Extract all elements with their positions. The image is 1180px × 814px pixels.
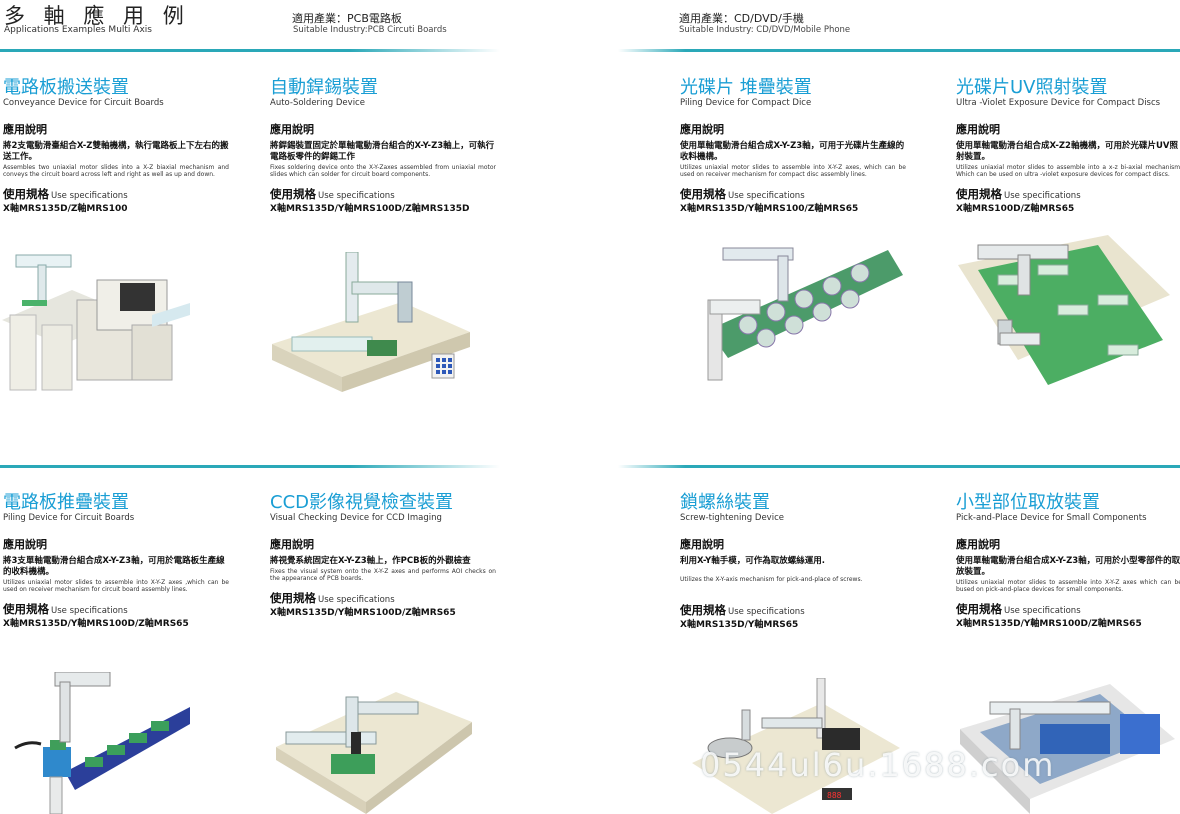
uv-exposure-illustration: [958, 235, 1170, 385]
card-model: X軸MRS135D/Z軸MRS100: [3, 204, 128, 214]
divider-top-left: [0, 49, 500, 52]
pick-and-place-illustration: [960, 684, 1175, 814]
card-title: CCD影像視覺檢查裝置: [270, 492, 453, 513]
card-desc: 使用單軸電動滑台組合成X-Y-Z3軸，可用于光碟片生產線的收料機構。: [680, 141, 905, 162]
application-card: 電路板推疊裝置 Piling Device for Circuit Boards…: [3, 493, 229, 630]
card-title-en: Visual Checking Device for CCD Imaging: [270, 513, 442, 523]
usage-heading: 應用說明: [680, 538, 724, 551]
card-model: X軸MRS135D/Y軸MRS100D/Z軸MRS135D: [270, 204, 470, 214]
card-title-en: Ultra -Violet Exposure Device for Compac…: [956, 98, 1161, 108]
application-card: 光碟片UV照射裝置 Ultra -Violet Exposure Device …: [956, 78, 1180, 215]
screw-tightening-illustration: 888: [692, 678, 900, 814]
card-desc-en: Utilizes the X-Y-axis mechanism for pick…: [680, 576, 863, 583]
disc-piling-illustration: [707, 247, 903, 381]
usage-heading: 應用說明: [3, 123, 47, 136]
card-model: X軸MRS135D/Y軸MRS100D/Z軸MRS65: [3, 619, 189, 629]
conveyance-device-illustration: [2, 254, 190, 391]
application-card: CCD影像視覺檢查裝置 Visual Checking Device for C…: [270, 493, 496, 619]
ccd-inspection-illustration: [276, 692, 472, 814]
card-desc-en: Assembles two uniaxial motor slides into…: [3, 164, 229, 178]
usage-heading: 應用說明: [956, 538, 1000, 551]
card-desc: 將銲錫裝置固定於單軸電動滑台組合的X-Y-Z3軸上，可執行電路板零件的銲錫工作: [270, 141, 495, 162]
card-desc-en: Fixes soldering device onto the X-Y-Zaxe…: [270, 164, 496, 178]
card-model: X軸MRS135D/Y軸MRS65: [680, 620, 799, 630]
usage-heading: 應用說明: [680, 123, 724, 136]
card-title-en: Piling Device for Compact Dice: [680, 98, 812, 108]
card-desc: 將2支電動滑臺組合X-Z雙軸機構，執行電路板上下左右的搬送工作。: [3, 141, 229, 162]
card-desc: 將視覺系統固定在X-Y-Z3軸上，作PCB板的外觀檢查: [270, 556, 471, 566]
card-title: 鎖螺絲裝置: [680, 492, 770, 513]
usage-heading: 應用說明: [956, 123, 1000, 136]
industry-left-en: Suitable Industry:PCB Circuti Boards: [293, 25, 447, 35]
industry-left: 適用產業：PCB電路板: [292, 12, 402, 25]
application-card: 小型部位取放裝置 Pick-and-Place Device for Small…: [956, 493, 1180, 630]
industry-right: 適用產業：CD/DVD/手機: [679, 12, 804, 25]
card-title: 光碟片UV照射裝置: [956, 77, 1108, 98]
application-card: 電路板搬送裝置 Conveyance Device for Circuit Bo…: [3, 78, 229, 215]
card-title-en: Pick-and-Place Device for Small Componen…: [956, 513, 1147, 523]
application-card: 自動銲錫裝置 Auto-Soldering Device 應用說明 將銲錫裝置固…: [270, 78, 496, 215]
card-title: 自動銲錫裝置: [270, 77, 378, 98]
divider-mid-left: [0, 465, 500, 468]
card-title-en: Screw-tightening Device: [680, 513, 784, 523]
page-subtitle: Applications Examples Multi Axis: [4, 25, 152, 35]
card-model: X軸MRS135D/Y軸MRS100D/Z軸MRS65: [270, 608, 456, 618]
card-model: X軸MRS135D/Y軸MRS100D/Z軸MRS65: [956, 619, 1142, 629]
card-title: 電路板推疊裝置: [3, 492, 129, 513]
industry-right-en: Suitable Industry: CD/DVD/Mobile Phone: [679, 25, 851, 35]
card-title: 電路板搬送裝置: [3, 77, 129, 98]
card-desc-en: Utilizes uniaxial motor slides to assemb…: [956, 579, 1180, 593]
card-model: X軸MRS100D/Z軸MRS65: [956, 204, 1075, 214]
card-desc-en: Fixes the visual system onto the X-Y-Z a…: [270, 568, 496, 582]
application-card: 鎖螺絲裝置 Screw-tightening Device 應用說明 利用X-Y…: [680, 493, 906, 631]
card-title-en: Auto-Soldering Device: [270, 98, 365, 108]
card-title-en: Conveyance Device for Circuit Boards: [3, 98, 164, 108]
card-desc: 使用單軸電動滑台組合成X-Z2軸機構，可用於光碟片UV照射裝置。: [956, 141, 1178, 162]
usage-heading: 應用說明: [3, 538, 47, 551]
board-piling-illustration: [14, 672, 190, 814]
card-model: X軸MRS135D/Y軸MRS100/Z軸MRS65: [680, 204, 859, 214]
card-desc: 將3支單軸電動滑台組合成X-Y-Z3軸，可用於電路板生產線的收料機構。: [3, 556, 225, 577]
card-desc: 利用X-Y軸手模，可作為取放螺絲運用.: [680, 556, 826, 566]
card-title: 光碟片 堆疊裝置: [680, 77, 812, 98]
page-title: 多 軸 應 用 例: [4, 4, 190, 28]
card-desc-en: Utilizes uniaxial motor slides to assemb…: [680, 164, 906, 178]
card-title-en: Piling Device for Circuit Boards: [3, 513, 135, 523]
card-desc: 使用單軸電動滑台組合成X-Y-Z3軸，可用於小型零部件的取放裝置。: [956, 556, 1180, 577]
auto-soldering-illustration: [272, 252, 470, 392]
usage-heading: 應用說明: [270, 123, 314, 136]
usage-heading: 應用說明: [270, 538, 314, 551]
card-title: 小型部位取放裝置: [956, 492, 1100, 513]
card-desc-en: Utilizes uniaxial motor slides to assemb…: [956, 164, 1180, 178]
card-desc-en: Utilizes uniaxial motor slides to assemb…: [3, 579, 229, 593]
watermark: 0544ul6u.1688.com: [700, 746, 1056, 784]
divider-mid-right: [618, 465, 1180, 468]
application-card: 光碟片 堆疊裝置 Piling Device for Compact Dice …: [680, 78, 906, 215]
svg-text:888: 888: [827, 791, 842, 800]
divider-top-right: [618, 49, 1180, 52]
